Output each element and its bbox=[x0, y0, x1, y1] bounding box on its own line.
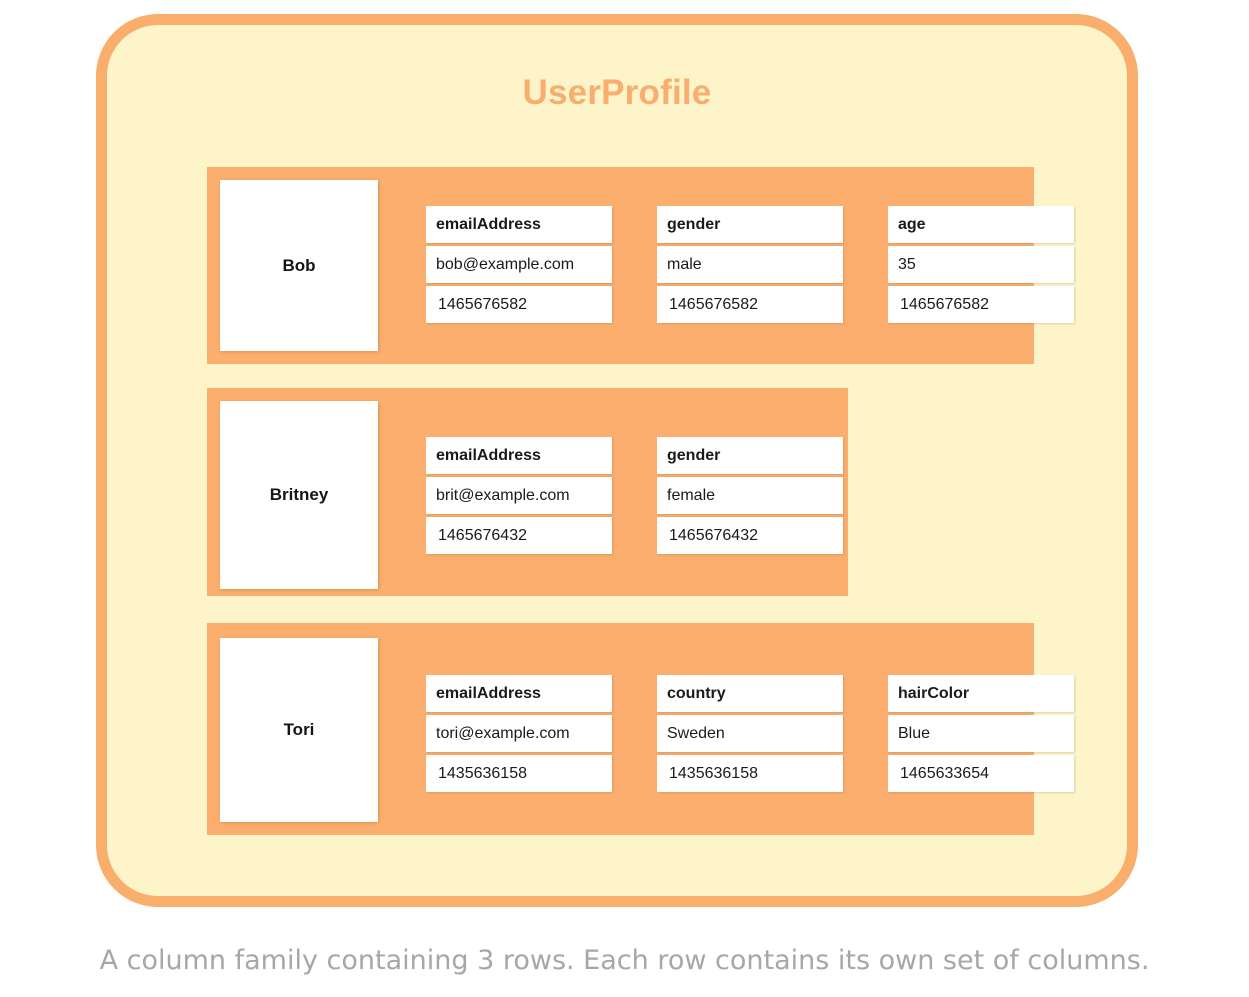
column-cell-group: age 35 1465676582 bbox=[888, 206, 1074, 323]
table-row: Britney emailAddress brit@example.com 14… bbox=[207, 388, 848, 596]
column-name: age bbox=[888, 206, 1074, 243]
column-name: emailAddress bbox=[426, 675, 612, 712]
column-cell-group: gender male 1465676582 bbox=[657, 206, 843, 323]
column-timestamp: 1465633654 bbox=[888, 755, 1074, 792]
column-timestamp: 1465676432 bbox=[426, 517, 612, 554]
row-key-label: Tori bbox=[283, 720, 315, 739]
column-cell-group: country Sweden 1435636158 bbox=[657, 675, 843, 792]
column-cell-group: gender female 1465676432 bbox=[657, 437, 843, 554]
column-value: male bbox=[657, 246, 843, 283]
column-timestamp: 1435636158 bbox=[426, 755, 612, 792]
column-name: country bbox=[657, 675, 843, 712]
column-name: emailAddress bbox=[426, 437, 612, 474]
column-timestamp: 1435636158 bbox=[657, 755, 843, 792]
column-timestamp: 1465676432 bbox=[657, 517, 843, 554]
row-columns: emailAddress bob@example.com 1465676582 … bbox=[426, 206, 1074, 323]
column-name: hairColor bbox=[888, 675, 1074, 712]
row-columns: emailAddress brit@example.com 1465676432… bbox=[426, 437, 843, 554]
table-row: Bob emailAddress bob@example.com 1465676… bbox=[207, 167, 1074, 364]
figure-caption: A column family containing 3 rows. Each … bbox=[99, 945, 1150, 976]
column-timestamp: 1465676582 bbox=[426, 286, 612, 323]
column-family-container: UserProfile Bob emailAddress bob@example… bbox=[96, 14, 1138, 907]
column-value: female bbox=[657, 477, 843, 514]
column-name: gender bbox=[657, 437, 843, 474]
column-value: 35 bbox=[888, 246, 1074, 283]
column-value: tori@example.com bbox=[426, 715, 612, 752]
column-name: emailAddress bbox=[426, 206, 612, 243]
column-cell-group: emailAddress tori@example.com 1435636158 bbox=[426, 675, 612, 792]
column-value: Blue bbox=[888, 715, 1074, 752]
column-value: Sweden bbox=[657, 715, 843, 752]
row-key-card: Bob bbox=[220, 180, 378, 351]
column-timestamp: 1465676582 bbox=[888, 286, 1074, 323]
row-key-card: Britney bbox=[220, 401, 378, 589]
column-cell-group: emailAddress brit@example.com 1465676432 bbox=[426, 437, 612, 554]
row-key-label: Britney bbox=[269, 485, 329, 504]
column-value: brit@example.com bbox=[426, 477, 612, 514]
column-cell-group: emailAddress bob@example.com 1465676582 bbox=[426, 206, 612, 323]
row-key-card: Tori bbox=[220, 638, 378, 822]
table-row: Tori emailAddress tori@example.com 14356… bbox=[207, 623, 1074, 835]
column-name: gender bbox=[657, 206, 843, 243]
column-timestamp: 1465676582 bbox=[657, 286, 843, 323]
column-value: bob@example.com bbox=[426, 246, 612, 283]
column-cell-group: hairColor Blue 1465633654 bbox=[888, 675, 1074, 792]
column-family-title: UserProfile bbox=[522, 73, 712, 112]
row-key-label: Bob bbox=[282, 255, 316, 275]
row-columns: emailAddress tori@example.com 1435636158… bbox=[426, 675, 1074, 792]
